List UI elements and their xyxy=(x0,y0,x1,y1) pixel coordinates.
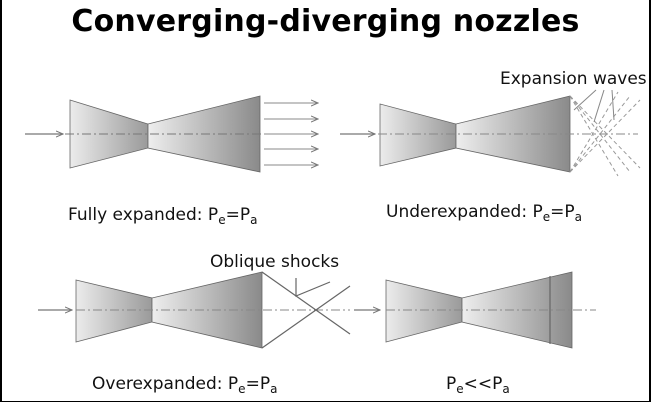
nozzle-separated xyxy=(354,271,596,349)
label-overexpanded: Overexpanded: Pe=Pa xyxy=(92,374,277,396)
exhaust-flow-arrows xyxy=(264,103,318,165)
label-underexpanded: Underexpanded: Pe=Pa xyxy=(386,202,582,224)
nozzle-underexpanded xyxy=(340,89,641,177)
nozzle-overexpanded xyxy=(38,271,351,349)
annotation-oblique-shocks: Oblique shocks xyxy=(210,252,339,272)
nozzle-fully-expanded xyxy=(25,95,318,173)
label-separated: Pe<<Pa xyxy=(446,374,510,396)
label-fully-expanded: Fully expanded: Pe=Pa xyxy=(68,205,257,227)
expansion-wave-fans xyxy=(569,91,641,177)
converging-section xyxy=(379,103,457,167)
expansion-waves-leaders xyxy=(573,89,615,123)
page-title: Converging-diverging nozzles xyxy=(71,4,580,39)
converging-section xyxy=(75,279,153,343)
annotation-expansion-waves: Expansion waves xyxy=(500,69,647,89)
converging-section xyxy=(385,279,463,343)
oblique-shock-lines xyxy=(261,271,351,349)
